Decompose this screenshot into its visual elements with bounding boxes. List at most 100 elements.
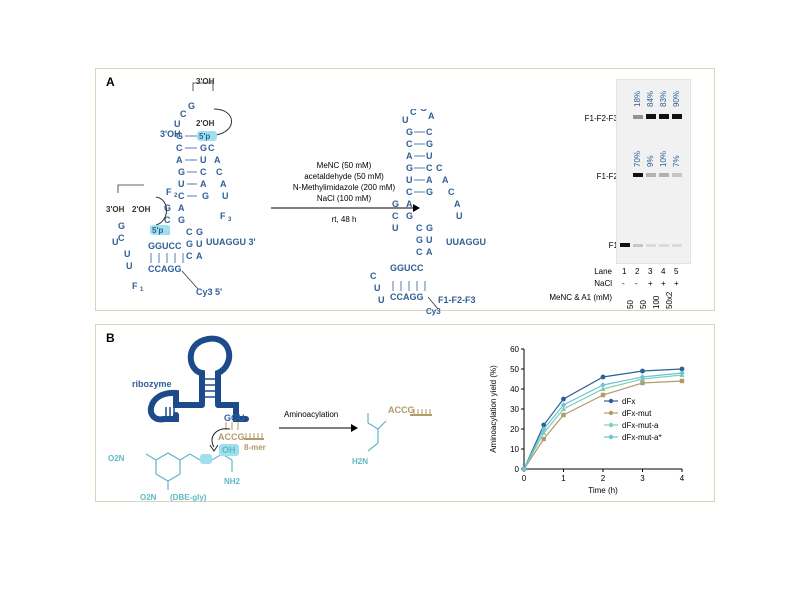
data-point (561, 396, 566, 402)
no2-bottom-label: O2N (140, 493, 157, 502)
svg-text:U: U (402, 115, 409, 125)
svg-text:C: C (448, 187, 455, 197)
svg-text:G: G (406, 127, 413, 137)
gel-mid-percent-5: 7% (672, 155, 681, 167)
dbe-gly-label: (DBE-gly) (170, 493, 207, 502)
gel-top-percent-4: 83% (659, 90, 668, 107)
svg-text:A: A (214, 155, 221, 165)
data-point (541, 426, 547, 432)
svg-text:G: G (200, 143, 207, 153)
legend-label-dFx-mut-a*: dFx-mut-a* (622, 433, 662, 442)
data-point (679, 366, 685, 372)
data-point (679, 370, 685, 376)
svg-text:C: C (186, 251, 193, 261)
svg-text:G: G (118, 221, 125, 231)
svg-text:U: U (426, 151, 433, 161)
svg-text:C: C (176, 143, 183, 153)
data-point (541, 430, 547, 435)
svg-text:A: A (426, 247, 433, 257)
data-point (600, 392, 606, 398)
right-stem-top: GGUCC (390, 263, 424, 273)
f3-subscript: 3 (228, 217, 232, 223)
svg-text:U: U (196, 239, 203, 249)
svg-text:U: U (178, 179, 185, 189)
legend-label-dFx-mut: dFx-mut (622, 409, 652, 418)
nacl-lane-4: + (661, 279, 666, 288)
f1-subscript: 1 (140, 287, 144, 293)
svg-text:U: U (174, 119, 181, 129)
svg-text:A: A (426, 175, 433, 185)
svg-text:A: A (442, 175, 449, 185)
svg-text:C: C (406, 139, 413, 149)
svg-text:C: C (180, 109, 187, 119)
svg-text:U: U (392, 223, 399, 233)
accg-label: ACCG (218, 432, 245, 442)
svg-text:G: G (176, 131, 183, 141)
menc-lane-2: 50 (626, 300, 635, 309)
menc-lane-4: 100 (652, 295, 661, 309)
svg-text:U: U (406, 175, 413, 185)
series-line-dFx-mut-a (523, 374, 683, 470)
x-axis-label: Time (h) (588, 486, 618, 495)
svg-text:G: G (186, 239, 193, 249)
svg-text:U: U (112, 237, 119, 247)
svg-text:A: A (454, 199, 461, 209)
svg-text:C: C (164, 215, 171, 225)
lane-3: 3 (648, 267, 653, 276)
y-tick-label: 60 (510, 345, 519, 354)
svg-text:U: U (222, 191, 229, 201)
nacl-lane-2: - (635, 279, 638, 288)
legend-marker-dFx (608, 398, 614, 404)
svg-text:G: G (164, 203, 171, 213)
gel-top-percent-3: 84% (646, 90, 655, 107)
gel-top-percent-5: 90% (672, 90, 681, 107)
phosphate-top-label: 5'p (199, 132, 211, 141)
svg-text:A: A (220, 179, 227, 189)
x-tick-label: 0 (522, 474, 527, 483)
x-tick-label: 1 (561, 474, 566, 483)
ribozyme-drawing (147, 335, 249, 423)
left-3oh-label: 3'OH (106, 205, 125, 214)
8mer-label: 8-mer (244, 443, 266, 452)
svg-text:G: G (178, 167, 185, 177)
left-stem-bottom: CCAGG (148, 264, 182, 274)
svg-text:A: A (200, 179, 207, 189)
svg-text:U: U (378, 295, 385, 305)
gel-image (616, 79, 691, 264)
y-axis-label: Aminoacylation yield (%) (489, 365, 498, 453)
data-point (560, 402, 567, 408)
right-tail: UUAGGU (446, 237, 486, 247)
gel-mid-percents: 70% 9% 10% 7% (632, 145, 692, 169)
legend-label-dFx-mut-a: dFx-mut-a (622, 421, 659, 430)
svg-text:C: C (416, 223, 423, 233)
nacl-lane-3: + (648, 279, 653, 288)
svg-text:U: U (124, 249, 131, 259)
condition-methylimidazole: N-Methylimidazole (200 mM) (292, 183, 396, 192)
f2-label: F (166, 187, 172, 197)
gel-band-label-f1f2f3: F1-F2-F3 (584, 114, 618, 123)
svg-text:G: G (178, 215, 185, 225)
svg-text:C: C (370, 271, 377, 281)
cy3-5prime-label: Cy3 5' (196, 287, 223, 297)
svg-text:U: U (456, 211, 463, 221)
legend-marker-dFx-mut-a (608, 422, 614, 428)
data-point (639, 374, 646, 380)
svg-text:C: C (426, 163, 433, 173)
gel-top-percents: 18% 84% 83% 90% (632, 85, 692, 109)
ggu-label: GGU (224, 413, 245, 423)
lane-4: 4 (661, 267, 666, 276)
panel-b: B ribozyme GGU ACCG 8-mer (95, 324, 715, 502)
legend-marker-dFx-mut-a* (608, 434, 614, 440)
nh2-label: NH2 (224, 477, 241, 486)
svg-text:C: C (392, 211, 399, 221)
y-tick-label: 30 (510, 405, 519, 414)
svg-text:C: C (436, 163, 443, 173)
aminoacylation-arrow (279, 424, 358, 432)
no2-top-label: O2N (108, 454, 125, 463)
svg-text:G: G (416, 235, 423, 245)
data-point (640, 368, 645, 374)
left-2oh-label: 2'OH (132, 205, 151, 214)
y-tick-label: 20 (510, 425, 519, 434)
top-3oh-label: 3'OH (196, 77, 215, 86)
data-point (560, 406, 567, 411)
